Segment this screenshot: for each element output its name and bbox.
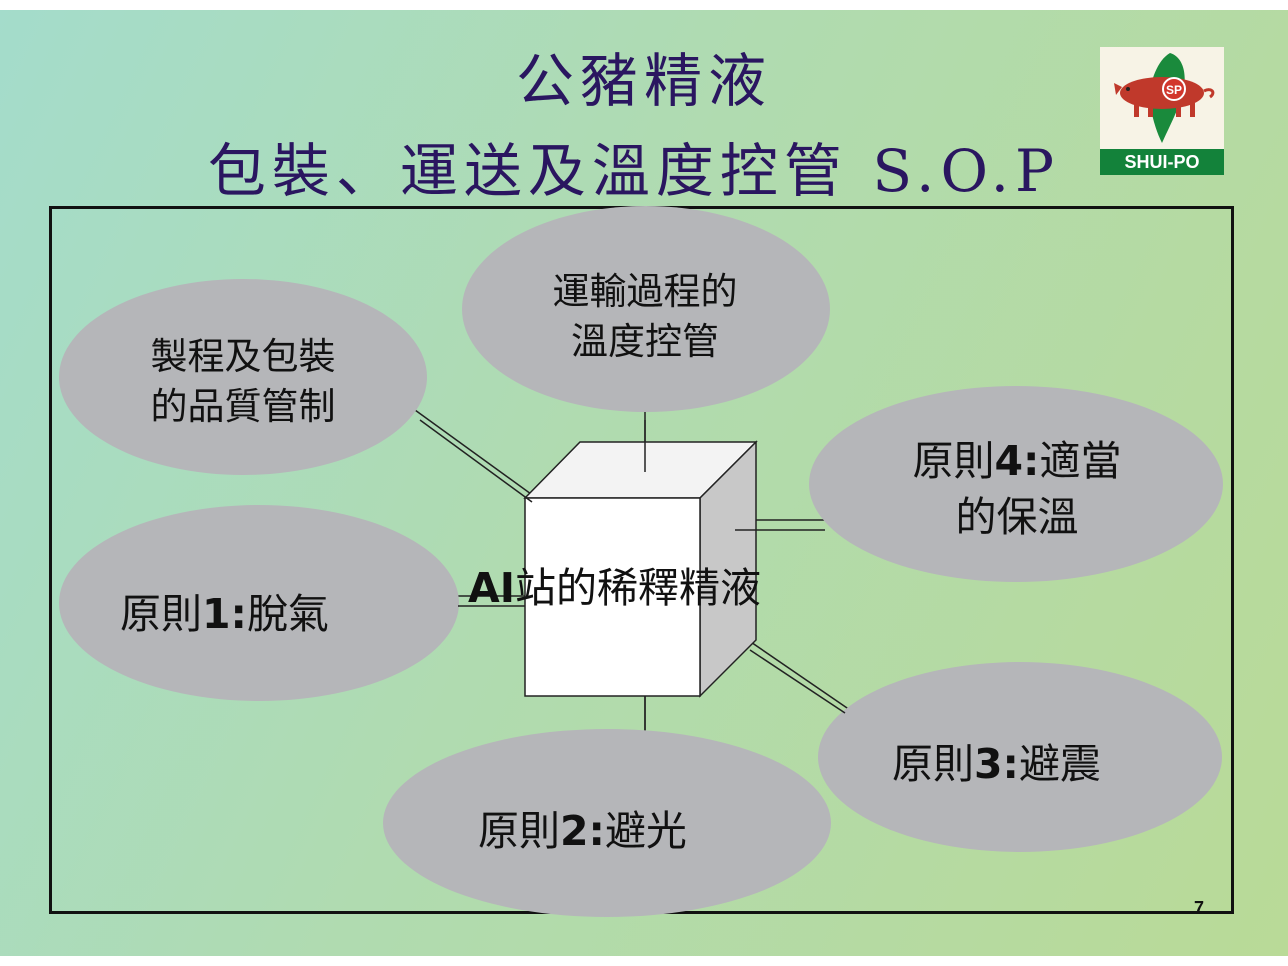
label-process-line2: 的品質管制 — [150, 385, 336, 428]
label-p4-line1: 適當 — [1039, 437, 1122, 485]
page-number: 7 — [1194, 898, 1205, 918]
shui-po-logo: SP SHUI-PO — [1100, 47, 1224, 175]
label-p4-line2: 的保溫 — [955, 493, 1079, 541]
label-p1-num: 1: — [202, 590, 247, 638]
cube-front — [524, 497, 701, 697]
label-principle-4: 原則4:適當 的保溫 — [886, 433, 1148, 545]
label-transport-line2: 溫度控管 — [571, 320, 719, 363]
slide-title-line1: 公豬精液 — [515, 47, 772, 115]
label-p3-prefix: 原則 — [892, 740, 974, 788]
connector-p3-front — [749, 649, 846, 714]
logo-badge: SP — [1166, 83, 1182, 97]
bubble-principle-1 — [59, 505, 459, 701]
label-center-bold: AI — [468, 564, 515, 612]
label-principle-2: 原則2:避光 — [478, 803, 758, 859]
connector-p3 — [744, 637, 851, 711]
label-p3-text: 避震 — [1018, 740, 1101, 788]
label-principle-3: 原則3:避震 — [892, 736, 1172, 792]
label-p1-text: 脫氣 — [246, 590, 329, 638]
label-p1-prefix: 原則 — [120, 590, 202, 638]
label-p2-prefix: 原則 — [478, 807, 560, 855]
label-principle-1: 原則1:脫氣 — [120, 586, 400, 642]
label-p4-num: 4: — [994, 437, 1040, 485]
slide: 公豬精液 包裝、運送及溫度控管 S.O.P SP SHUI-PO — [0, 10, 1288, 956]
concept-diagram — [59, 206, 1223, 917]
label-p2-text: 避光 — [604, 807, 687, 855]
label-p4-prefix: 原則 — [912, 437, 995, 485]
slide-title-line2: 包裝、運送及溫度控管 S.O.P — [207, 137, 1061, 205]
label-p3-num: 3: — [974, 740, 1019, 788]
label-transport: 運輸過程的 溫度控管 — [520, 267, 770, 367]
label-process-line1: 製程及包裝 — [150, 335, 336, 378]
label-transport-line1: 運輸過程的 — [552, 270, 738, 313]
label-center: AI站的稀釋精液 — [468, 560, 858, 616]
bubble-process — [59, 279, 427, 475]
connector-process-front — [419, 419, 533, 503]
taiwan-pig-logo-icon: SP — [1114, 53, 1215, 143]
label-center-text: 站的稀釋精液 — [515, 564, 761, 612]
logo-label: SHUI-PO — [1100, 149, 1224, 175]
label-p2-num: 2: — [560, 807, 605, 855]
bubble-transport — [462, 206, 830, 412]
bubble-principle-3 — [818, 662, 1222, 852]
label-process: 製程及包裝 的品質管制 — [120, 332, 366, 432]
bubble-principle-2 — [383, 729, 831, 917]
bubble-principle-4 — [809, 386, 1223, 582]
